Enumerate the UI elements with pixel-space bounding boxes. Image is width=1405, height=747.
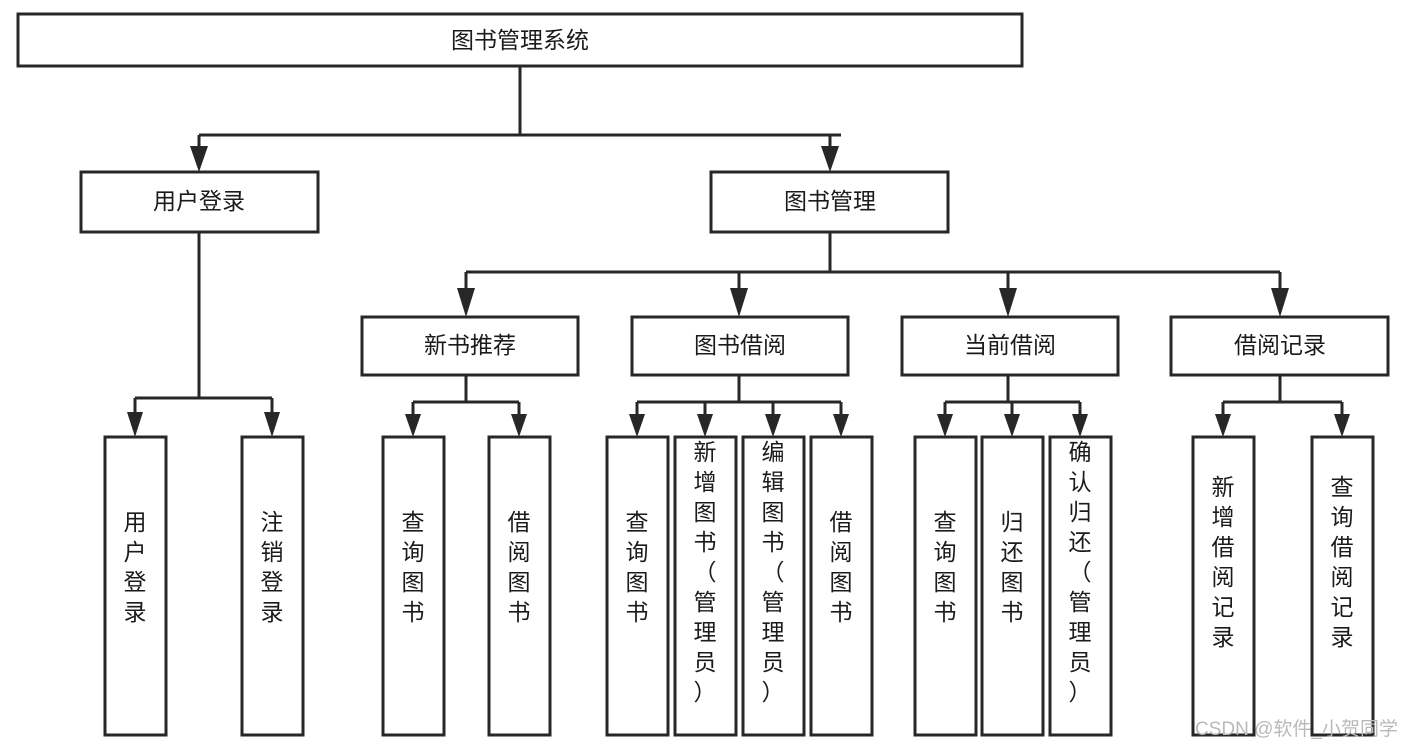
node-leaf-query-book-1-box[interactable] bbox=[381, 435, 446, 737]
node-new-book-recommend-box[interactable] bbox=[360, 315, 580, 377]
node-root-box[interactable] bbox=[16, 12, 1024, 68]
node-book-management[interactable]: 图书管理 bbox=[709, 170, 950, 234]
connector-group-borrow-record bbox=[1215, 375, 1350, 437]
node-leaf-user-login-label: 用户登录 bbox=[124, 509, 147, 625]
arrowhead-book-management bbox=[821, 146, 839, 172]
arrowhead-leaf-borrow-book-2 bbox=[833, 414, 849, 437]
node-new-book-recommend[interactable]: 新书推荐 bbox=[360, 315, 580, 377]
arrowhead-leaf-return-book bbox=[1004, 414, 1020, 437]
arrowhead-leaf-query-record bbox=[1334, 414, 1350, 437]
node-leaf-confirm-return[interactable]: 确认归还（管理员） bbox=[1048, 435, 1113, 737]
node-root-label: 图书管理系统 bbox=[451, 27, 589, 53]
node-leaf-borrow-book-2-label: 借阅图书 bbox=[830, 509, 853, 625]
node-borrow-record-label: 借阅记录 bbox=[1234, 332, 1326, 358]
node-book-borrow-label: 图书借阅 bbox=[694, 332, 786, 358]
node-leaf-add-book-label: 新增图书（管理员） bbox=[694, 439, 717, 705]
connector-group-current-borrow bbox=[937, 375, 1088, 437]
node-current-borrow[interactable]: 当前借阅 bbox=[900, 315, 1120, 377]
node-leaf-return-book[interactable]: 归还图书 bbox=[980, 435, 1045, 737]
connector-group-new-book-recommend bbox=[405, 375, 527, 437]
node-leaf-query-book-3[interactable]: 查询图书 bbox=[913, 435, 978, 737]
arrowhead-current-borrow bbox=[999, 288, 1017, 317]
node-leaf-query-record[interactable]: 查询借阅记录 bbox=[1310, 435, 1375, 737]
node-leaf-user-login-box[interactable] bbox=[103, 435, 168, 737]
arrowhead-leaf-borrow-book-1 bbox=[511, 414, 527, 437]
arrowhead-leaf-query-book-1 bbox=[405, 414, 421, 437]
node-borrow-record[interactable]: 借阅记录 bbox=[1169, 315, 1390, 377]
node-leaf-query-book-1-label: 查询图书 bbox=[402, 509, 425, 625]
arrowhead-new-book-recommend bbox=[457, 288, 475, 317]
node-leaf-return-book-label: 归还图书 bbox=[1001, 509, 1024, 625]
node-leaf-user-login[interactable]: 用户登录 bbox=[103, 435, 168, 737]
node-current-borrow-box[interactable] bbox=[900, 315, 1120, 377]
node-leaf-add-book-box[interactable] bbox=[673, 435, 738, 737]
connector-group-root bbox=[190, 66, 841, 172]
arrowhead-leaf-query-book-3 bbox=[937, 414, 953, 437]
arrowhead-leaf-query-book-2 bbox=[629, 414, 645, 437]
node-leaf-logout-login[interactable]: 注销登录 bbox=[240, 435, 305, 737]
node-book-management-box[interactable] bbox=[709, 170, 950, 234]
node-leaf-logout-login-box[interactable] bbox=[240, 435, 305, 737]
node-leaf-borrow-book-2-box[interactable] bbox=[809, 435, 874, 737]
node-leaf-add-record[interactable]: 新增借阅记录 bbox=[1191, 435, 1256, 737]
node-leaf-logout-login-label: 注销登录 bbox=[261, 509, 284, 625]
node-book-borrow-box[interactable] bbox=[630, 315, 850, 377]
node-leaf-confirm-return-label: 确认归还（管理员） bbox=[1069, 439, 1092, 705]
node-leaf-query-book-3-label: 查询图书 bbox=[934, 509, 957, 625]
arrowhead-user-login bbox=[190, 146, 208, 172]
node-leaf-edit-book-box[interactable] bbox=[741, 435, 806, 737]
node-book-borrow[interactable]: 图书借阅 bbox=[630, 315, 850, 377]
arrowhead-leaf-confirm-return bbox=[1072, 414, 1088, 437]
node-user-login-label: 用户登录 bbox=[153, 188, 245, 214]
node-leaf-query-book-2-box[interactable] bbox=[605, 435, 670, 737]
node-leaf-borrow-book-1-box[interactable] bbox=[487, 435, 552, 737]
node-leaf-query-book-2[interactable]: 查询图书 bbox=[605, 435, 670, 737]
node-leaf-query-record-label: 查询借阅记录 bbox=[1331, 474, 1354, 650]
arrowhead-leaf-logout-login bbox=[264, 412, 280, 437]
node-borrow-record-box[interactable] bbox=[1169, 315, 1390, 377]
node-leaf-add-record-label: 新增借阅记录 bbox=[1212, 474, 1235, 650]
node-book-management-label: 图书管理 bbox=[784, 188, 876, 214]
node-leaf-add-record-box[interactable] bbox=[1191, 435, 1256, 737]
connector-group-user-login bbox=[127, 232, 280, 437]
node-leaf-edit-book-label: 编辑图书（管理员） bbox=[762, 439, 785, 705]
arrowhead-book-borrow bbox=[730, 288, 748, 317]
node-user-login[interactable]: 用户登录 bbox=[79, 170, 320, 234]
node-leaf-add-book[interactable]: 新增图书（管理员） bbox=[673, 435, 738, 737]
node-leaf-query-book-1[interactable]: 查询图书 bbox=[381, 435, 446, 737]
arrowhead-leaf-user-login bbox=[127, 412, 143, 437]
node-leaf-query-record-box[interactable] bbox=[1310, 435, 1375, 737]
arrowhead-leaf-edit-book bbox=[765, 414, 781, 437]
arrowhead-leaf-add-book bbox=[697, 414, 713, 437]
node-leaf-borrow-book-1[interactable]: 借阅图书 bbox=[487, 435, 552, 737]
arrowhead-leaf-add-record bbox=[1215, 414, 1231, 437]
node-leaf-borrow-book-1-label: 借阅图书 bbox=[508, 509, 531, 625]
watermark-text: CSDN @软件_小贺同学 bbox=[1195, 718, 1398, 740]
node-root[interactable]: 图书管理系统 bbox=[16, 12, 1024, 68]
node-leaf-borrow-book-2[interactable]: 借阅图书 bbox=[809, 435, 874, 737]
connector-group-book-management bbox=[457, 232, 1289, 317]
node-user-login-box[interactable] bbox=[79, 170, 320, 234]
node-leaf-edit-book[interactable]: 编辑图书（管理员） bbox=[741, 435, 806, 737]
node-leaf-query-book-3-box[interactable] bbox=[913, 435, 978, 737]
node-leaf-query-book-2-label: 查询图书 bbox=[626, 509, 649, 625]
arrowhead-borrow-record bbox=[1271, 288, 1289, 317]
node-current-borrow-label: 当前借阅 bbox=[964, 332, 1056, 358]
node-leaf-confirm-return-box[interactable] bbox=[1048, 435, 1113, 737]
node-leaf-return-book-box[interactable] bbox=[980, 435, 1045, 737]
node-new-book-recommend-label: 新书推荐 bbox=[424, 332, 516, 358]
connector-group-book-borrow bbox=[629, 375, 849, 437]
